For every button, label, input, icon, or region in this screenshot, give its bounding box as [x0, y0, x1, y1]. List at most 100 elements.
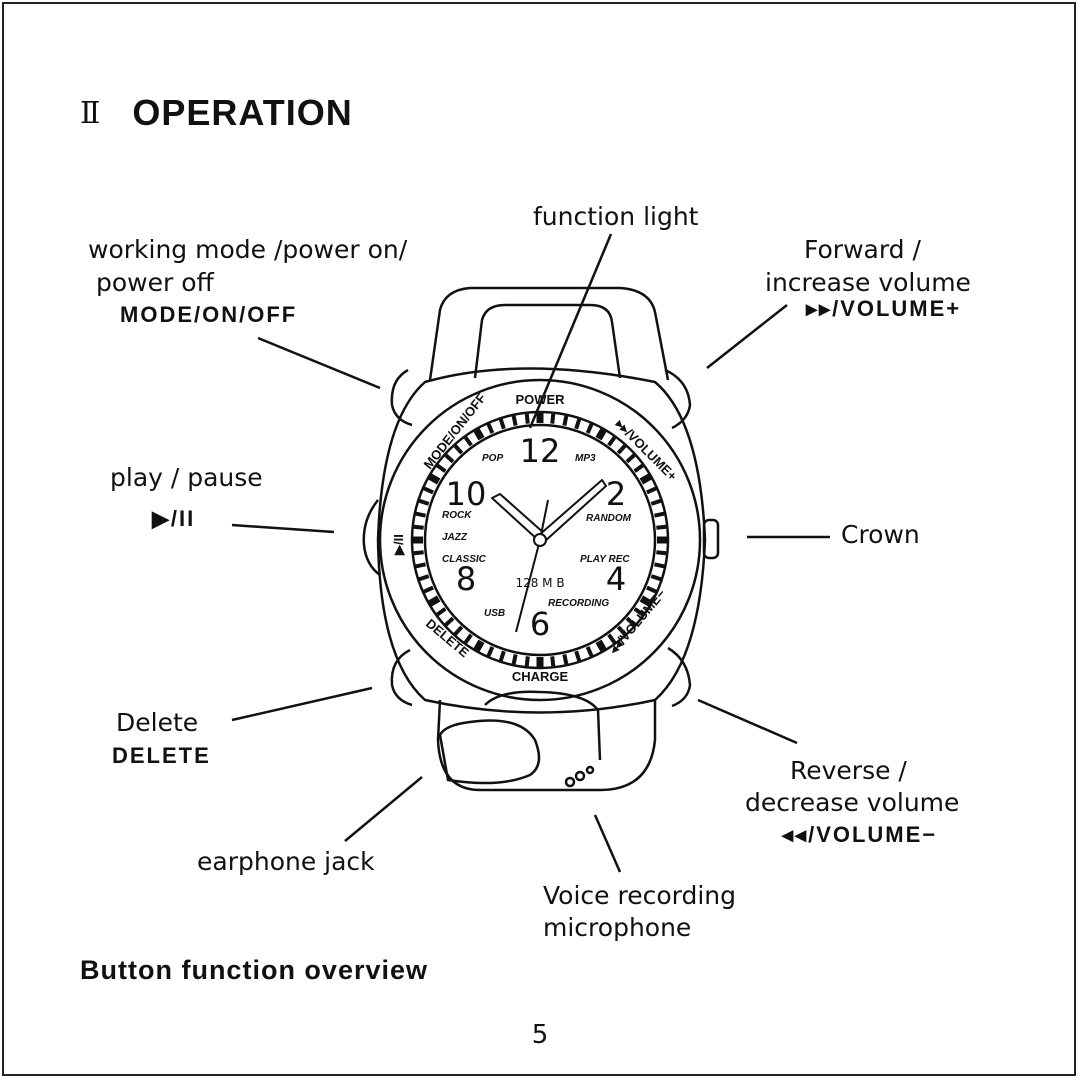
delete-label: Delete — [116, 708, 199, 737]
earphone-jack-cover — [438, 719, 541, 785]
watch-case — [376, 367, 707, 714]
dial-rock: ROCK — [442, 510, 472, 521]
button-play — [362, 499, 381, 577]
minute-tick — [633, 607, 644, 617]
earphone-jack-label: earphone jack — [197, 847, 375, 876]
minute-tick — [453, 625, 464, 636]
minute-tick — [463, 436, 473, 447]
minute-tick — [524, 656, 530, 667]
minute-track — [413, 413, 667, 667]
minute-tick — [473, 428, 485, 441]
minute-tick — [423, 486, 434, 495]
section-heading: Ⅱ OPERATION — [80, 88, 353, 138]
minute-tick — [436, 607, 447, 617]
minute-hand — [537, 479, 607, 543]
dial-playrec: PLAY REC — [580, 554, 630, 565]
minute-tick — [524, 413, 530, 424]
minute-tick — [654, 511, 665, 518]
minute-tick — [413, 550, 424, 556]
button-delete — [390, 648, 413, 707]
numeral-2: 2 — [606, 475, 626, 513]
dial-memory: 128 M B — [515, 576, 564, 590]
crown — [702, 518, 720, 560]
minute-tick — [486, 423, 495, 434]
minute-tick — [656, 550, 667, 556]
crown-label: Crown — [841, 520, 920, 549]
minute-tick — [616, 444, 627, 455]
page-number: 5 — [531, 1020, 549, 1050]
minute-tick — [585, 423, 594, 434]
function-light-label: function light — [533, 202, 699, 231]
dial-pop: POP — [482, 453, 503, 464]
forward-label-line2: increase volume — [765, 268, 971, 297]
minute-tick — [562, 654, 569, 665]
lower-strap-inner — [484, 690, 602, 761]
lower-strap — [436, 699, 657, 792]
minute-tick — [418, 574, 430, 582]
minute-tick — [486, 646, 495, 657]
mode-code: MODE/ON/OFF — [120, 302, 298, 327]
minute-tick — [625, 616, 636, 627]
upper-strap-inner — [473, 303, 622, 379]
button-mode — [390, 368, 413, 427]
button-volume-down — [667, 646, 692, 708]
minute-tick — [444, 453, 455, 464]
minute-tick — [625, 453, 636, 464]
hour-hand — [491, 493, 546, 541]
delete-code: DELETE — [112, 743, 211, 768]
dial-classic: CLASSIC — [442, 554, 487, 565]
section-title: OPERATION — [132, 92, 353, 133]
minute-tick — [650, 498, 662, 506]
minute-tick — [639, 473, 652, 485]
minute-tick — [650, 574, 662, 582]
section-numeral: Ⅱ — [80, 95, 101, 131]
minute-tick — [562, 415, 569, 426]
minute-tick — [654, 562, 665, 569]
play-pause-code: ▶/II — [152, 506, 196, 531]
minute-tick — [418, 498, 430, 506]
minute-tick — [633, 463, 644, 473]
reverse-label-line1: Reverse / — [790, 756, 907, 785]
bezel-ring — [410, 410, 670, 670]
minute-tick — [511, 654, 518, 665]
minute-tick — [415, 562, 426, 569]
dial-mp3: MP3 — [575, 453, 596, 464]
dial-usb: USB — [484, 608, 505, 619]
mic-label-line1: Voice recording — [543, 881, 736, 910]
numeral-4: 4 — [606, 560, 626, 598]
minute-tick — [574, 650, 582, 662]
watch-hands — [491, 479, 607, 633]
mode-label-line2: power off — [96, 268, 214, 297]
minute-tick — [607, 633, 617, 644]
minute-tick — [463, 633, 473, 644]
reverse-label-line2: decrease volume — [745, 788, 960, 817]
forward-label-line1: Forward / — [804, 235, 921, 264]
minute-tick — [595, 639, 607, 652]
volume-down-code: ◂◂/VOLUME− — [782, 822, 938, 847]
minute-tick — [656, 524, 667, 530]
minute-tick — [550, 656, 556, 667]
minute-tick — [436, 463, 447, 473]
minute-tick — [428, 595, 441, 607]
minute-tick — [498, 418, 506, 430]
numeral-8: 8 — [456, 560, 476, 598]
numeral-6: 6 — [530, 605, 550, 643]
dial-jazz: JAZZ — [442, 532, 468, 543]
mic-label-line2: microphone — [543, 913, 692, 942]
bezel-charge-label: CHARGE — [512, 669, 569, 684]
minute-tick — [639, 595, 652, 607]
second-hand — [515, 539, 541, 633]
minute-tick — [646, 585, 657, 594]
numeral-12: 12 — [520, 432, 561, 470]
minute-tick — [423, 585, 434, 594]
minute-tick — [585, 646, 594, 657]
minute-tick — [616, 625, 627, 636]
dial-recording: RECORDING — [548, 598, 609, 609]
minute-tick — [511, 415, 518, 426]
bezel-power-label: POWER — [515, 392, 565, 407]
bezel-outer — [378, 378, 702, 702]
minute-tick — [595, 428, 607, 441]
